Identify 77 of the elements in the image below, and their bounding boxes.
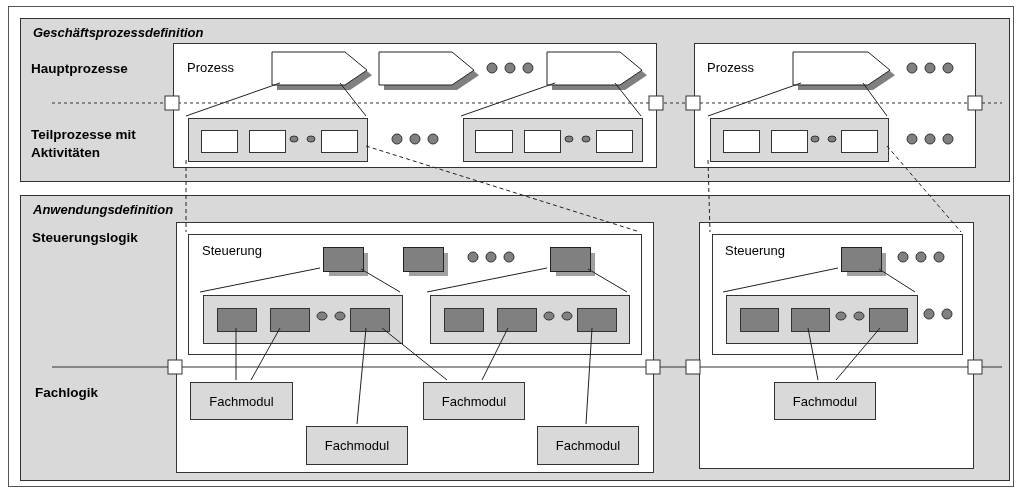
- module-box: Fachmodul: [537, 426, 639, 465]
- process-panel: [188, 234, 642, 355]
- subprocess-box: [463, 118, 643, 162]
- layer-band: [20, 195, 1010, 481]
- process-panel: [173, 43, 657, 168]
- control-box: [403, 247, 449, 277]
- connector-line: [426, 267, 548, 293]
- row-label: Hauptprozesse: [31, 60, 129, 78]
- connector-line: [235, 327, 237, 381]
- process-panel: [694, 43, 976, 168]
- process-panel: [712, 234, 963, 355]
- connector-line: [862, 82, 888, 117]
- row-label: Fachlogik: [35, 384, 99, 402]
- activity-box: [475, 130, 513, 153]
- process-step-shape: [793, 52, 895, 90]
- activity-box: [321, 130, 358, 153]
- dashed-connector: [707, 159, 711, 233]
- connector-line: [707, 82, 802, 117]
- connector-line: [360, 268, 401, 293]
- control-box: [841, 247, 887, 277]
- process-step-shape: [379, 52, 479, 90]
- connector-line: [356, 327, 367, 425]
- dashed-connector: [886, 145, 962, 233]
- control-box: [323, 247, 369, 277]
- connector-line: [339, 82, 367, 117]
- connector-line: [250, 327, 281, 381]
- module-box: Fachmodul: [306, 426, 408, 465]
- control-box: [217, 308, 257, 332]
- row-label: Teilprozesse mit Aktivitäten: [31, 126, 137, 162]
- control-box: [869, 308, 908, 332]
- module-box: Fachmodul: [190, 382, 293, 420]
- control-box: [497, 308, 537, 332]
- connector-line: [807, 327, 819, 381]
- control-box: [740, 308, 779, 332]
- subprocess-box: [188, 118, 368, 162]
- layer-heading: Anwendungsdefinition: [33, 202, 174, 217]
- activity-box: [524, 130, 561, 153]
- control-box: [444, 308, 484, 332]
- process-panel: [699, 222, 974, 469]
- control-box: [577, 308, 617, 332]
- row-label: Steuerungslogik: [32, 229, 139, 247]
- connector-line: [199, 267, 321, 293]
- control-box: [270, 308, 310, 332]
- control-box: [791, 308, 830, 332]
- activity-box: [596, 130, 633, 153]
- subprocess-box: [726, 295, 918, 344]
- panel-title: Prozess: [187, 60, 234, 75]
- connector-line: [585, 327, 593, 425]
- panel-title: Steuerung: [725, 243, 785, 258]
- connector-line: [614, 82, 642, 117]
- connector-line: [460, 82, 556, 117]
- activity-box: [201, 130, 238, 153]
- connector-line: [185, 82, 281, 117]
- activity-box: [249, 130, 286, 153]
- connector-line: [835, 327, 881, 381]
- panel-title: Prozess: [707, 60, 754, 75]
- connector-line: [381, 327, 448, 381]
- control-box: [350, 308, 390, 332]
- connector-line: [722, 267, 839, 293]
- subprocess-box: [203, 295, 403, 344]
- control-box: [550, 247, 596, 277]
- dashed-connector: [185, 159, 187, 233]
- module-box: Fachmodul: [774, 382, 876, 420]
- panel-title: Steuerung: [202, 243, 262, 258]
- process-step-shape: [547, 52, 647, 90]
- layer-heading: Geschäftsprozessdefinition: [33, 25, 204, 40]
- subprocess-box: [710, 118, 889, 162]
- module-box: Fachmodul: [423, 382, 525, 420]
- activity-box: [723, 130, 760, 153]
- connector-line: [481, 327, 509, 381]
- layer-band: [20, 18, 1010, 182]
- subprocess-box: [430, 295, 630, 344]
- activity-box: [841, 130, 878, 153]
- activity-box: [771, 130, 808, 153]
- process-panel: [176, 222, 654, 473]
- connector-line: [878, 268, 916, 293]
- process-step-shape: [272, 52, 372, 90]
